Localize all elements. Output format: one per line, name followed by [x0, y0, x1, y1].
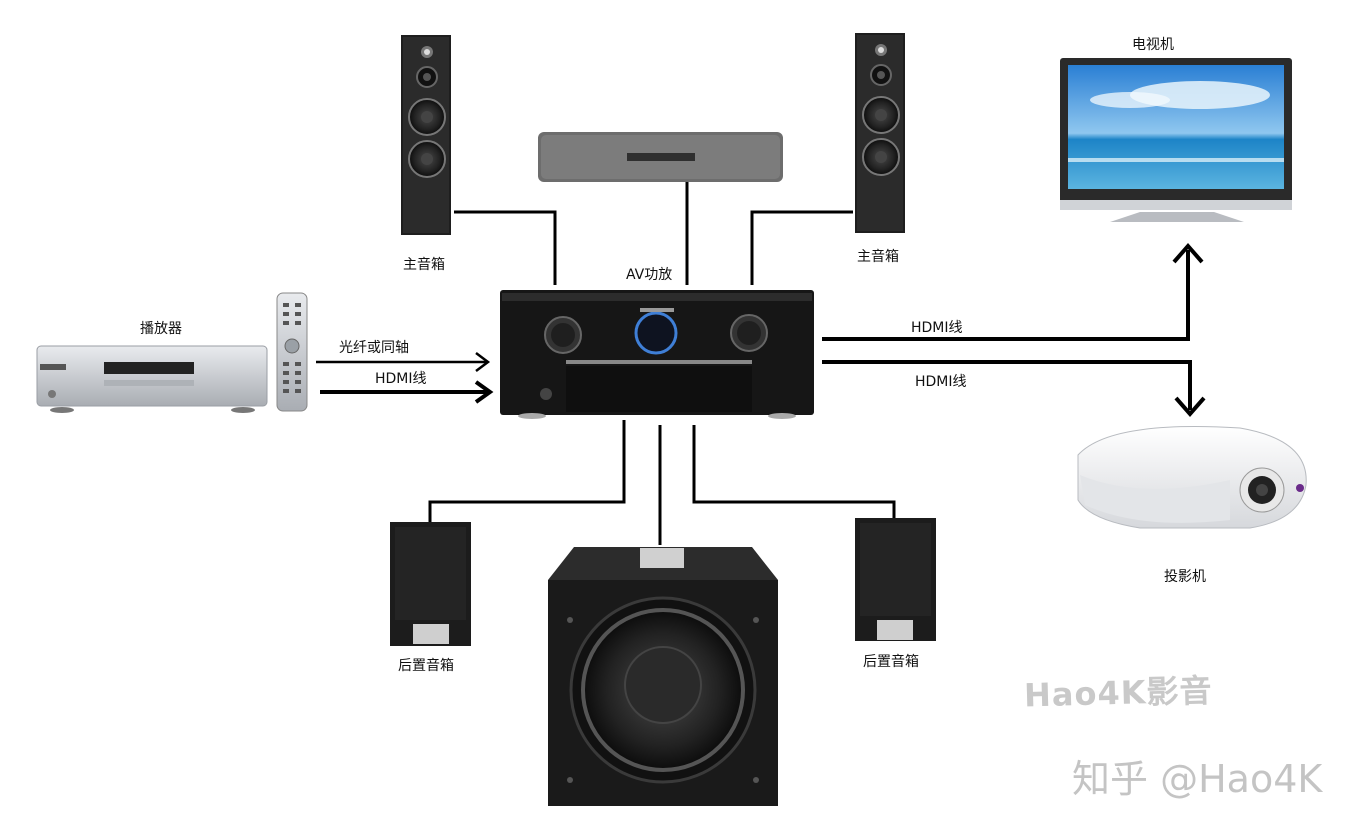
label-projector: 投影机 — [1164, 569, 1206, 585]
line-projector-hdmi — [822, 360, 1192, 410]
watermark-zhihu: 知乎 @Hao4K — [1072, 757, 1323, 801]
watermark-brand: Hao4K影音 — [1023, 671, 1213, 715]
label-rear-speaker-left: 后置音箱 — [398, 658, 454, 674]
label-player: 播放器 — [140, 321, 182, 337]
main-speaker-right — [855, 33, 905, 233]
label-main-speaker-left: 主音箱 — [403, 257, 445, 273]
line-tv-hdmi — [822, 250, 1190, 341]
label-optical-coax: 光纤或同轴 — [339, 340, 409, 356]
label-tv-hdmi: HDMI线 — [911, 320, 963, 336]
label-rear-speaker-right: 后置音箱 — [863, 654, 919, 670]
connection-lines — [316, 182, 1206, 545]
center-speaker — [538, 132, 783, 182]
label-av-receiver: AV功放 — [626, 267, 673, 283]
av-receiver — [500, 290, 814, 419]
remote-control — [276, 292, 308, 412]
subwoofer — [548, 547, 778, 806]
arrow-projector-hdmi — [1174, 396, 1206, 418]
player — [36, 345, 268, 413]
line-rear-right — [692, 425, 896, 520]
label-projector-hdmi: HDMI线 — [915, 374, 967, 390]
main-speaker-left — [401, 35, 451, 235]
label-player-hdmi: HDMI线 — [375, 371, 427, 387]
television — [1060, 58, 1292, 222]
line-main-left — [454, 210, 557, 285]
arrow-tv-hdmi — [1172, 242, 1204, 264]
label-main-speaker-right: 主音箱 — [857, 249, 899, 265]
arrow-player-hdmi — [474, 380, 494, 404]
rear-speaker-left — [390, 522, 471, 646]
projector — [1077, 426, 1307, 529]
line-main-right — [750, 210, 853, 285]
line-rear-left — [428, 420, 626, 522]
arrow-optical — [475, 352, 491, 372]
rear-speaker-right — [855, 518, 936, 641]
label-tv: 电视机 — [1132, 37, 1174, 53]
